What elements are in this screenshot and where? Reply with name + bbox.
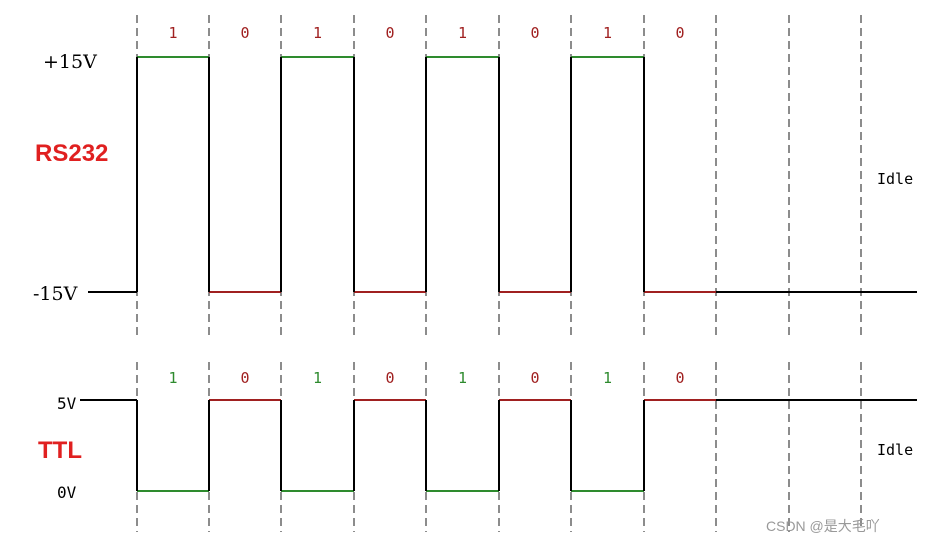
ttl-section: 5V 0V TTL Idle 1 0 1 0 1 0 1 0: [38, 369, 917, 502]
rs232-idle-label: Idle: [877, 170, 913, 188]
ttl-waveform: [80, 399, 917, 492]
ttl-bit-label: 0: [530, 369, 539, 387]
ttl-bit-label: 0: [675, 369, 684, 387]
ttl-bit-label: 1: [313, 369, 322, 387]
ttl-high-label: 5V: [57, 394, 77, 413]
rs232-bit-label: 0: [675, 24, 684, 42]
ttl-bit-label: 0: [240, 369, 249, 387]
ttl-bit-label: 1: [168, 369, 177, 387]
rs232-waveform: [88, 56, 917, 293]
rs232-bit-label: 0: [385, 24, 394, 42]
ttl-bit-label: 1: [458, 369, 467, 387]
rs232-bit-label: 1: [313, 24, 322, 42]
rs232-section: +15V -15V RS232 Idle 1 0 1 0 1 0 1 0: [33, 24, 917, 305]
rs232-bit-label: 1: [603, 24, 612, 42]
rs232-low-label: -15V: [33, 283, 78, 305]
rs232-title: RS232: [35, 140, 108, 167]
rs232-bit-label: 0: [240, 24, 249, 42]
rs232-bit-label: 1: [168, 24, 177, 42]
ttl-bit-labels: 1 0 1 0 1 0 1 0: [168, 369, 684, 387]
ttl-bit-label: 1: [603, 369, 612, 387]
rs232-bit-label: 0: [530, 24, 539, 42]
ttl-title: TTL: [38, 437, 82, 464]
ttl-idle-label: Idle: [877, 441, 913, 459]
ttl-low-label: 0V: [57, 483, 77, 502]
rs232-bit-label: 1: [458, 24, 467, 42]
ttl-bit-label: 0: [385, 369, 394, 387]
rs232-bit-labels: 1 0 1 0 1 0 1 0: [168, 24, 684, 42]
rs232-high-label: +15V: [43, 51, 97, 73]
watermark: CSDN @是大毛吖: [766, 518, 880, 534]
